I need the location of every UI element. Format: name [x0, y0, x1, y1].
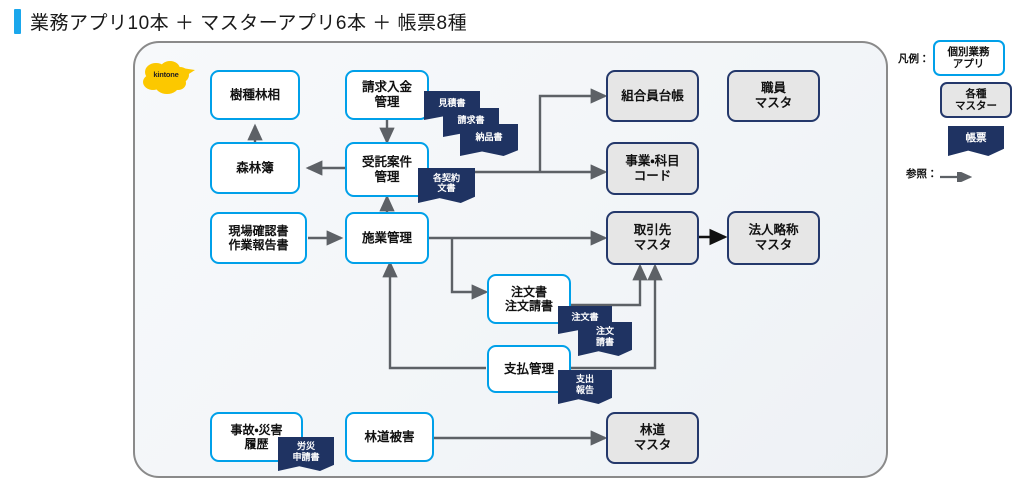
legend-master-swatch: 各種 マスター — [940, 82, 1012, 118]
report-label-line1: 各契約 — [432, 172, 460, 183]
report-label-line1: 支出 — [575, 374, 594, 385]
node-label-line2: 注文請書 — [504, 299, 553, 313]
node-label-line1: 受託案件 — [361, 154, 412, 169]
node-label-line1: 法人略称 — [748, 223, 799, 238]
report-label-line1: 注文書 — [571, 312, 599, 323]
app-rindo-higai[interactable]: 林道被害 — [345, 412, 434, 462]
node-label-line2: コード — [633, 168, 672, 183]
report-shishutsu-hokoku[interactable]: 支出 報告 — [558, 370, 612, 404]
kintone-label: kintone — [153, 70, 179, 79]
app-seikyu-nyukin[interactable]: 請求入金 管理 — [345, 70, 429, 120]
app-jushu-rinso[interactable]: 樹種林相 — [210, 70, 300, 120]
report-label-line1: 注文 — [595, 326, 614, 337]
node-label-line1: 取引先 — [633, 223, 672, 238]
title-text: 業務アプリ10本 ＋ マスターアプリ6本 ＋ 帳票8種 — [30, 13, 468, 34]
node-label: 森林簿 — [236, 160, 274, 175]
legend-report-label: 帳票 — [965, 132, 987, 144]
legend: 凡例： 個別業務 アプリ 各種 マスター 帳票 参照： — [898, 40, 1018, 184]
node-label-line1: 事業・科目 — [625, 153, 680, 168]
master-jigyo-kamoku[interactable]: 事業・科目 コード — [606, 142, 699, 195]
report-label-line1: 見積書 — [438, 97, 466, 108]
report-chumon-ukesho[interactable]: 注文 請書 — [578, 322, 632, 356]
node-label: 林道被害 — [364, 429, 415, 444]
node-label-line1: 請求入金 — [361, 80, 412, 95]
report-rosai-shinseisho[interactable]: 労災 申請書 — [278, 437, 334, 471]
report-label-line2: 報告 — [575, 384, 594, 395]
app-shiharai-kanri[interactable]: 支払管理 — [487, 345, 571, 393]
app-jutaku-anken[interactable]: 受託案件 管理 — [345, 142, 429, 197]
node-label-line1: 組合員台帳 — [621, 88, 684, 103]
title-accent-bar — [14, 9, 21, 34]
node-label-line2: マスタ — [754, 238, 793, 252]
node-label: 施業管理 — [361, 230, 412, 245]
report-label-line1: 請求書 — [457, 114, 485, 125]
report-kaku-keiyaku-bunsho[interactable]: 各契約 文書 — [418, 168, 475, 203]
node-label-line1: 現場確認書 — [228, 223, 289, 238]
node-label: 樹種林相 — [229, 87, 280, 102]
node-label-line2: マスタ — [633, 238, 672, 252]
app-segyo-kanri[interactable]: 施業管理 — [345, 212, 429, 264]
app-chumonsho[interactable]: 注文書 注文請書 — [487, 274, 571, 324]
node-label-line2: 管理 — [374, 169, 400, 184]
node-label-line2: マスタ — [754, 96, 793, 110]
legend-app-swatch: 個別業務 アプリ — [932, 40, 1005, 76]
master-rindo[interactable]: 林道 マスタ — [606, 412, 699, 464]
node-label-line1: 林道 — [639, 423, 665, 438]
arrow-icon — [939, 169, 978, 184]
node-label-line2: 管理 — [374, 95, 400, 109]
node-label: 支払管理 — [503, 361, 554, 376]
legend-master-line1: 各種 — [965, 87, 987, 100]
kintone-logo: kintone — [140, 58, 196, 98]
legend-app-line1: 個別業務 — [947, 45, 990, 58]
legend-reference-label: 参照： — [906, 168, 938, 180]
node-label-line1: 職員 — [760, 81, 786, 96]
legend-app-row: 凡例： 個別業務 アプリ — [898, 40, 1018, 76]
node-label-line1: 事故・災害 — [230, 422, 283, 437]
legend-master-line2: マスター — [955, 100, 997, 112]
report-label-line1: 納品書 — [475, 132, 503, 143]
page-title: 業務アプリ10本 ＋ マスターアプリ6本 ＋ 帳票8種 — [14, 8, 467, 35]
app-shinrinbo[interactable]: 森林簿 — [210, 142, 300, 194]
node-label-line1: 注文書 — [510, 284, 547, 299]
master-kumiai-daicho[interactable]: 組合員台帳 — [606, 70, 699, 122]
legend-app-line2: アプリ — [952, 58, 985, 70]
node-label-line2: 履歴 — [244, 437, 269, 451]
master-shokuin[interactable]: 職員 マスタ — [727, 70, 820, 122]
report-label-line2: 申請書 — [292, 451, 320, 462]
cloud-icon — [143, 61, 195, 94]
node-label-line2: マスタ — [633, 438, 672, 452]
legend-reference-row: 参照： — [906, 166, 1018, 184]
node-label-line2: 作業報告書 — [228, 238, 289, 252]
report-label-line2: 文書 — [437, 183, 456, 193]
app-genba-kakunin[interactable]: 現場確認書 作業報告書 — [210, 212, 307, 264]
master-hojin-ryakusho[interactable]: 法人略称 マスタ — [727, 211, 820, 265]
legend-heading: 凡例： — [898, 52, 930, 65]
report-label-line2: 請書 — [595, 336, 614, 347]
master-torihikisaki[interactable]: 取引先 マスタ — [606, 211, 699, 265]
legend-report-swatch: 帳票 — [948, 126, 1004, 156]
report-label-line1: 労災 — [296, 441, 315, 452]
report-nohinsho[interactable]: 納品書 — [460, 124, 518, 156]
